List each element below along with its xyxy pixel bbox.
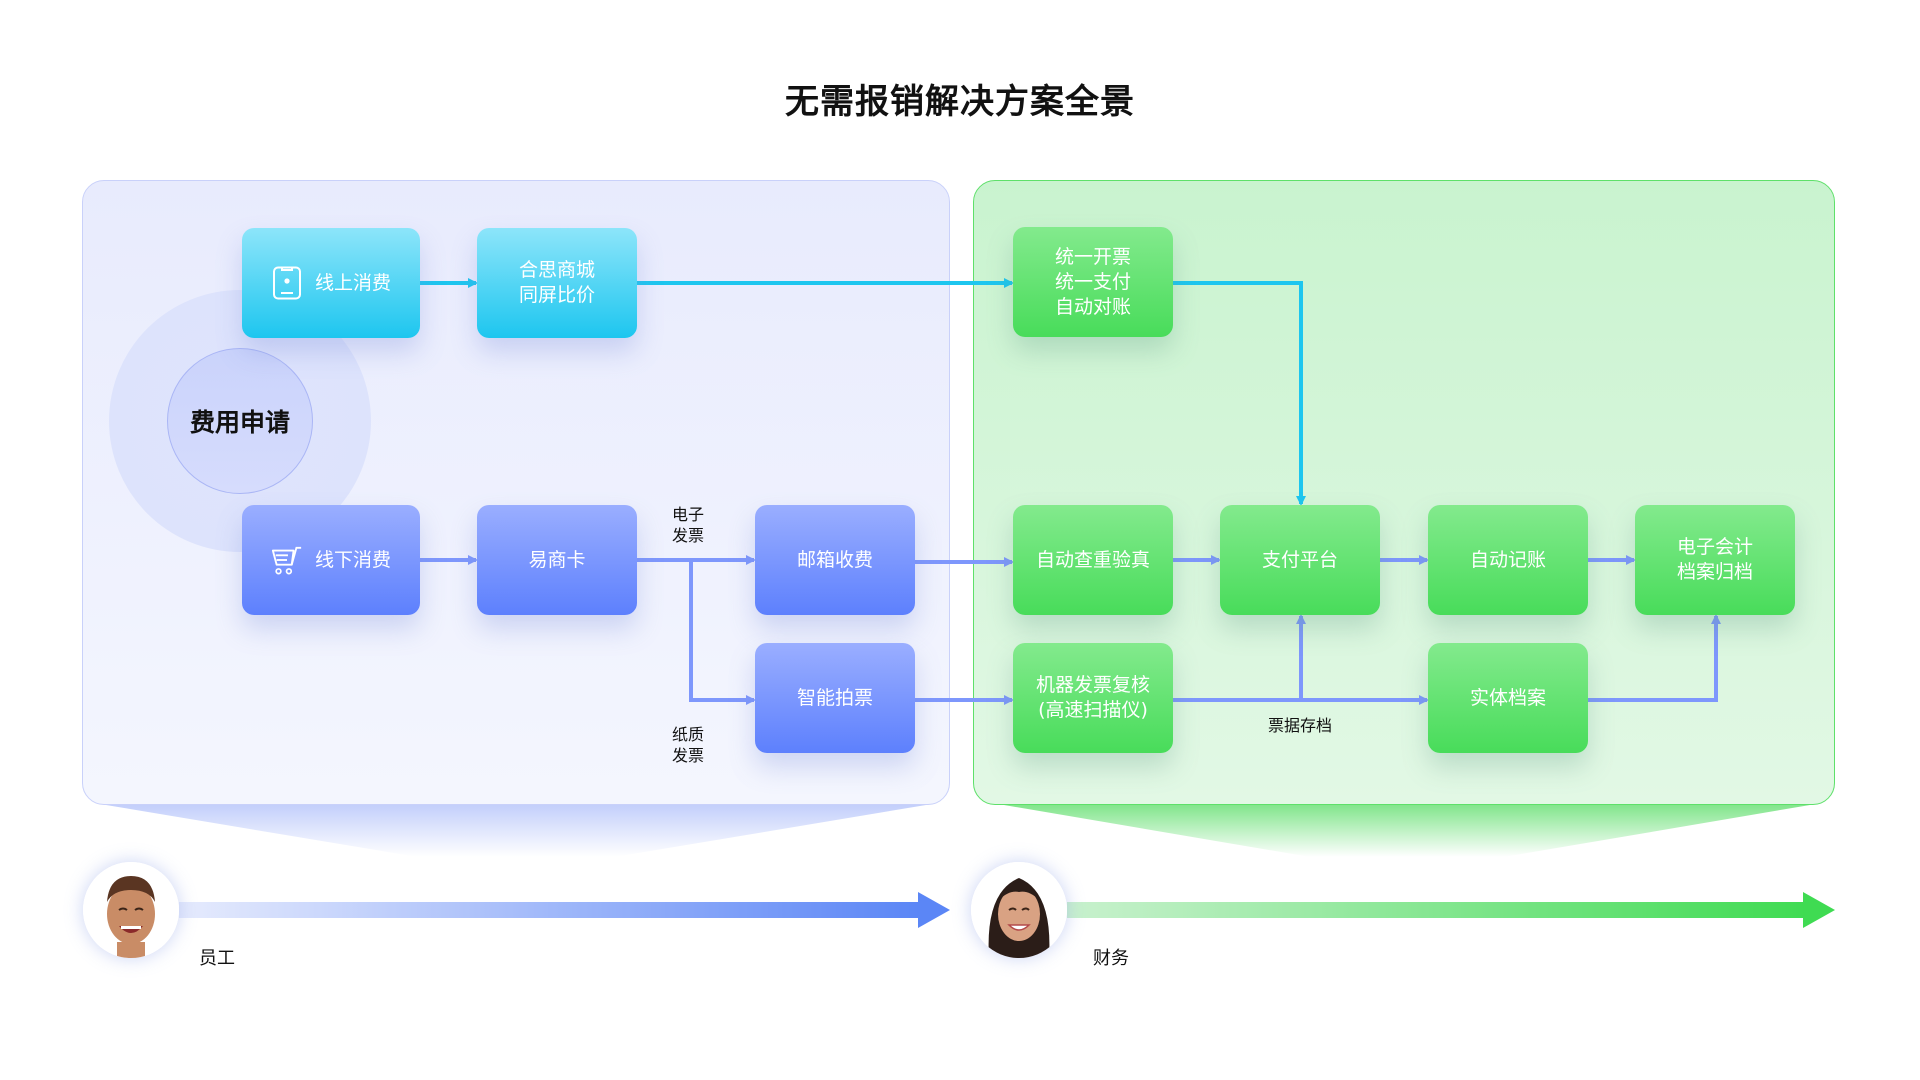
expense-request-label: 费用申请 [189, 408, 290, 437]
node-mall-compare[interactable]: 合思商城 同屏比价 [477, 228, 637, 338]
node-email-collect[interactable]: 邮箱收费 [755, 505, 915, 615]
node-offline-spending-label: 线下消费 [314, 548, 391, 571]
node-offline-spending[interactable]: 线下消费 [242, 505, 420, 615]
node-smart-photo-label: 智能拍票 [796, 686, 873, 709]
edge-label-paper-invoice: 纸质 发票 [672, 725, 705, 765]
node-online-spending[interactable]: 线上消费 [242, 228, 420, 338]
finance-role-label: 财务 [1093, 948, 1129, 969]
finance-timeline-arrowhead [1803, 892, 1835, 928]
node-auto-bookkeeping[interactable]: 自动记账 [1428, 505, 1588, 615]
node-easy-card-label: 易商卡 [528, 548, 586, 571]
node-online-spending-label: 线上消费 [314, 271, 391, 294]
node-easy-card[interactable]: 易商卡 [477, 505, 637, 615]
expense-request-node[interactable]: 费用申请 [167, 348, 313, 494]
node-physical-archive-label: 实体档案 [1469, 686, 1546, 709]
finance-portrait-icon [971, 862, 1067, 958]
node-smart-photo[interactable]: 智能拍票 [755, 643, 915, 753]
employee-role-label: 员工 [199, 948, 235, 969]
node-unified-billing-label: 统一开票 统一支付 自动对账 [1054, 245, 1131, 318]
node-machine-review-label: 机器发票复核 (高速扫描仪) [1035, 674, 1150, 721]
node-auto-verify[interactable]: 自动查重验真 [1013, 505, 1173, 615]
finance-panel-projection [1004, 805, 1810, 857]
node-e-archive-label: 电子会计 档案归档 [1676, 536, 1753, 583]
node-machine-review[interactable]: 机器发票复核 (高速扫描仪) [1013, 643, 1173, 753]
node-mall-compare-label: 合思商城 同屏比价 [518, 259, 595, 306]
node-payment-platform-label: 支付平台 [1261, 548, 1338, 571]
employee-timeline-arrowhead [918, 892, 950, 928]
node-unified-billing[interactable]: 统一开票 统一支付 自动对账 [1013, 227, 1173, 337]
node-e-archive[interactable]: 电子会计 档案归档 [1635, 505, 1795, 615]
node-physical-archive[interactable]: 实体档案 [1428, 643, 1588, 753]
avatar-finance [971, 862, 1067, 958]
node-auto-bookkeeping-label: 自动记账 [1469, 548, 1546, 571]
shopping-cart-icon [271, 546, 302, 575]
page-title: 无需报销解决方案全景 [785, 82, 1135, 122]
avatar-employee [83, 862, 179, 958]
finance-timeline-bar [1067, 902, 1805, 918]
employee-portrait-icon [83, 862, 179, 958]
node-email-collect-label: 邮箱收费 [796, 548, 873, 571]
node-payment-platform[interactable]: 支付平台 [1220, 505, 1380, 615]
node-auto-verify-label: 自动查重验真 [1035, 548, 1150, 571]
employee-timeline-bar [179, 902, 919, 918]
tablet-icon [272, 266, 301, 300]
edge-label-receipt-storage: 票据存档 [1268, 716, 1333, 735]
employee-panel-projection [106, 805, 926, 857]
edge-label-electronic-invoice: 电子 发票 [672, 505, 705, 545]
